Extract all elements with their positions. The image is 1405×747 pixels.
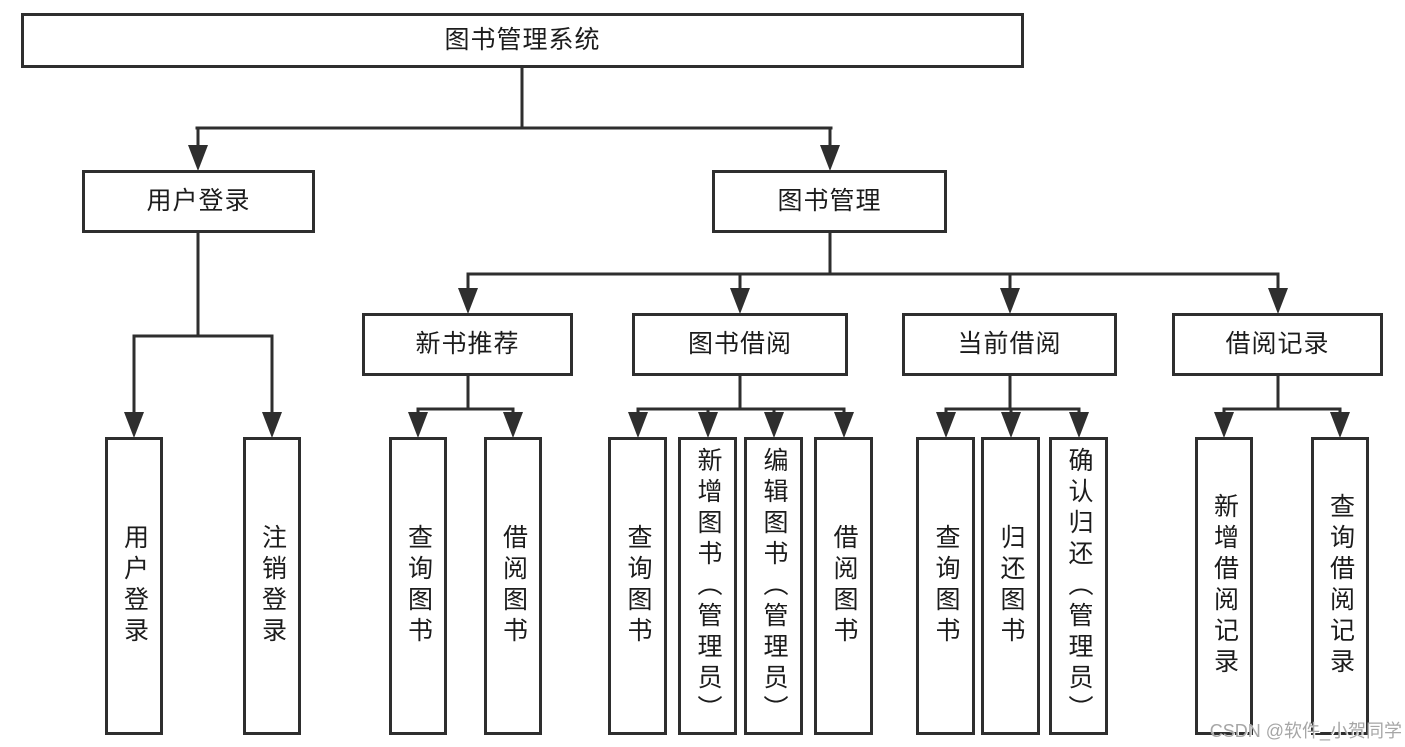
leaf-borrow-books-recommend: 借阅图书	[484, 437, 542, 735]
leaf-user-login: 用户登录	[105, 437, 163, 735]
leaf-query-books-recommend: 查询图书	[389, 437, 447, 735]
node-borrowing-records: 借阅记录	[1172, 313, 1383, 376]
node-new-book-recommend-label: 新书推荐	[415, 330, 520, 358]
leaf-add-borrow-record-label: 新增借阅记录	[1210, 493, 1239, 679]
node-current-borrowing: 当前借阅	[902, 313, 1117, 376]
leaf-confirm-return-admin-label: 确认归还（管理员）	[1065, 446, 1093, 726]
leaf-return-books: 归还图书	[981, 437, 1040, 735]
leaf-borrow-books: 借阅图书	[814, 437, 873, 735]
leaf-logout: 注销登录	[243, 437, 301, 735]
node-new-book-recommend: 新书推荐	[362, 313, 573, 376]
leaf-query-books-borrowing-label: 查询图书	[624, 524, 652, 648]
node-current-borrowing-label: 当前借阅	[957, 330, 1062, 358]
connector-book-mgmt-to-level3	[458, 231, 1288, 314]
leaf-query-borrow-record: 查询借阅记录	[1311, 437, 1369, 735]
connector-book-borrow-branch	[628, 374, 854, 438]
leaf-borrow-books-recommend-label: 借阅图书	[499, 524, 528, 648]
leaf-edit-books-admin: 编辑图书（管理员）	[744, 437, 803, 735]
node-book-borrowing-label: 图书借阅	[687, 330, 792, 358]
connector-root-to-level2	[188, 66, 840, 171]
leaf-return-books-label: 归还图书	[997, 524, 1025, 648]
leaf-add-borrow-record: 新增借阅记录	[1195, 437, 1253, 735]
leaf-query-books-current-label: 查询图书	[932, 524, 960, 648]
watermark: CSDN @软件_小贺同学	[1209, 721, 1402, 741]
node-book-management-label: 图书管理	[777, 187, 882, 215]
leaf-edit-books-admin-label: 编辑图书（管理员）	[760, 446, 788, 726]
leaf-borrow-books-label: 借阅图书	[830, 524, 858, 648]
connector-current-borrow-branch	[936, 374, 1089, 438]
connector-borrow-record-branch	[1214, 374, 1350, 438]
node-borrowing-records-label: 借阅记录	[1225, 330, 1330, 358]
leaf-add-books-admin-label: 新增图书（管理员）	[694, 446, 722, 726]
node-root-label: 图书管理系统	[444, 26, 601, 54]
connector-user-login-branch	[124, 231, 282, 438]
node-book-management: 图书管理	[712, 170, 947, 233]
leaf-query-borrow-record-label: 查询借阅记录	[1326, 493, 1355, 679]
leaf-query-books-current: 查询图书	[916, 437, 975, 735]
leaf-query-books-borrowing: 查询图书	[608, 437, 667, 735]
node-book-borrowing: 图书借阅	[632, 313, 848, 376]
node-user-login-label: 用户登录	[146, 187, 251, 215]
connector-new-book-branch	[408, 374, 523, 438]
leaf-confirm-return-admin: 确认归还（管理员）	[1049, 437, 1108, 735]
leaf-query-books-recommend-label: 查询图书	[404, 524, 433, 648]
leaf-logout-label: 注销登录	[258, 524, 287, 648]
node-user-login: 用户登录	[82, 170, 315, 233]
leaf-user-login-label: 用户登录	[120, 524, 149, 648]
node-root: 图书管理系统	[21, 13, 1024, 68]
leaf-add-books-admin: 新增图书（管理员）	[678, 437, 737, 735]
